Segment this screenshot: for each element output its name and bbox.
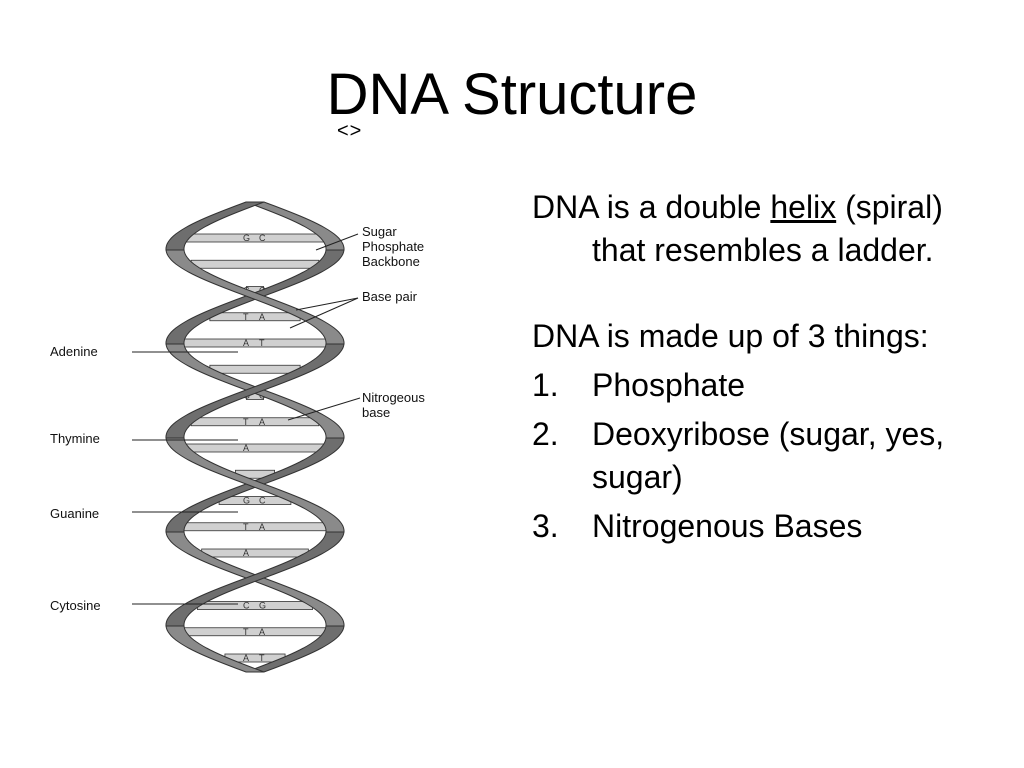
base-pair-rung: [182, 627, 328, 637]
label-sugar: Sugar: [362, 224, 397, 239]
base-pair-leader-line-1: [295, 297, 359, 311]
nav-arrows[interactable]: <>: [337, 120, 363, 142]
dna-diagram: GCGCTAATGCTAAGCTAACGTAAT Sugar Phosphate…: [40, 180, 460, 680]
slide-body: DNA is a double helix (spiral) that rese…: [532, 186, 972, 548]
helix-strands: [165, 201, 345, 673]
base-letter: C: [259, 233, 266, 243]
base-letter: T: [259, 338, 265, 348]
base-letter: A: [243, 443, 249, 453]
slide-title: DNA Structure: [326, 62, 698, 127]
list-item: 3. Nitrogenous Bases: [532, 505, 972, 548]
base-letter: A: [259, 417, 265, 427]
base-pair-rung: [185, 443, 325, 453]
base-pair-rung: [201, 548, 309, 558]
base-pair-rung: [196, 601, 314, 610]
list-number: 1.: [532, 367, 559, 403]
base-pair-rung: [209, 312, 301, 322]
base-letter: A: [259, 522, 265, 532]
list-text: Nitrogenous Bases: [592, 508, 863, 544]
base-letter: A: [259, 312, 265, 322]
nitrogenous-leader-line: [287, 397, 361, 421]
base-pair-rung: [209, 364, 301, 374]
label-thymine: Thymine: [50, 431, 100, 446]
base-letter: T: [243, 627, 249, 637]
base-letter: A: [243, 653, 249, 663]
components-intro: DNA is made up of 3 things:: [532, 318, 929, 354]
base-letter: T: [259, 653, 265, 663]
base-letter: A: [259, 627, 265, 637]
base-letter: G: [259, 601, 266, 611]
helix-term: helix: [770, 189, 837, 225]
label-base: base: [362, 405, 390, 420]
list-item: 1. Phosphate: [532, 364, 972, 407]
base-letter: G: [243, 233, 250, 243]
list-text: Deoxyribose (sugar, yes, sugar): [592, 416, 945, 495]
list-number: 2.: [532, 416, 559, 452]
base-letter: C: [243, 601, 250, 611]
base-letter: A: [243, 338, 249, 348]
sugar-leader-line: [315, 233, 359, 251]
base-letter: T: [243, 417, 249, 427]
label-adenine: Adenine: [50, 344, 98, 359]
base-letter: T: [243, 312, 249, 322]
list-text: Phosphate: [592, 367, 746, 403]
base-pair-rung: [190, 417, 320, 427]
label-backbone: Backbone: [362, 254, 420, 269]
label-base-pair: Base pair: [362, 289, 418, 304]
base-pair-rung: [185, 233, 325, 243]
base-letter: A: [243, 548, 249, 558]
base-pair-rung: [181, 522, 329, 532]
helix-paragraph: DNA is a double helix (spiral) that rese…: [532, 189, 943, 268]
base-letter: T: [243, 522, 249, 532]
base-letter: C: [259, 496, 266, 506]
label-phosphate: Phosphate: [362, 239, 424, 254]
base-pair-rung: [190, 259, 320, 269]
label-guanine: Guanine: [50, 506, 99, 521]
list-number: 3.: [532, 508, 559, 544]
list-item: 2. Deoxyribose (sugar, yes, sugar): [532, 413, 972, 499]
label-nitrogeous: Nitrogeous: [362, 390, 425, 405]
base-pair-leader-line-2: [289, 297, 359, 329]
label-cytosine: Cytosine: [50, 598, 101, 613]
base-pair-rungs: GCGCTAATGCTAAGCTAACGTAAT: [180, 233, 330, 663]
helix-strand-b-segment: [165, 625, 265, 673]
base-pair-rung: [180, 338, 330, 348]
base-letter: G: [243, 496, 250, 506]
